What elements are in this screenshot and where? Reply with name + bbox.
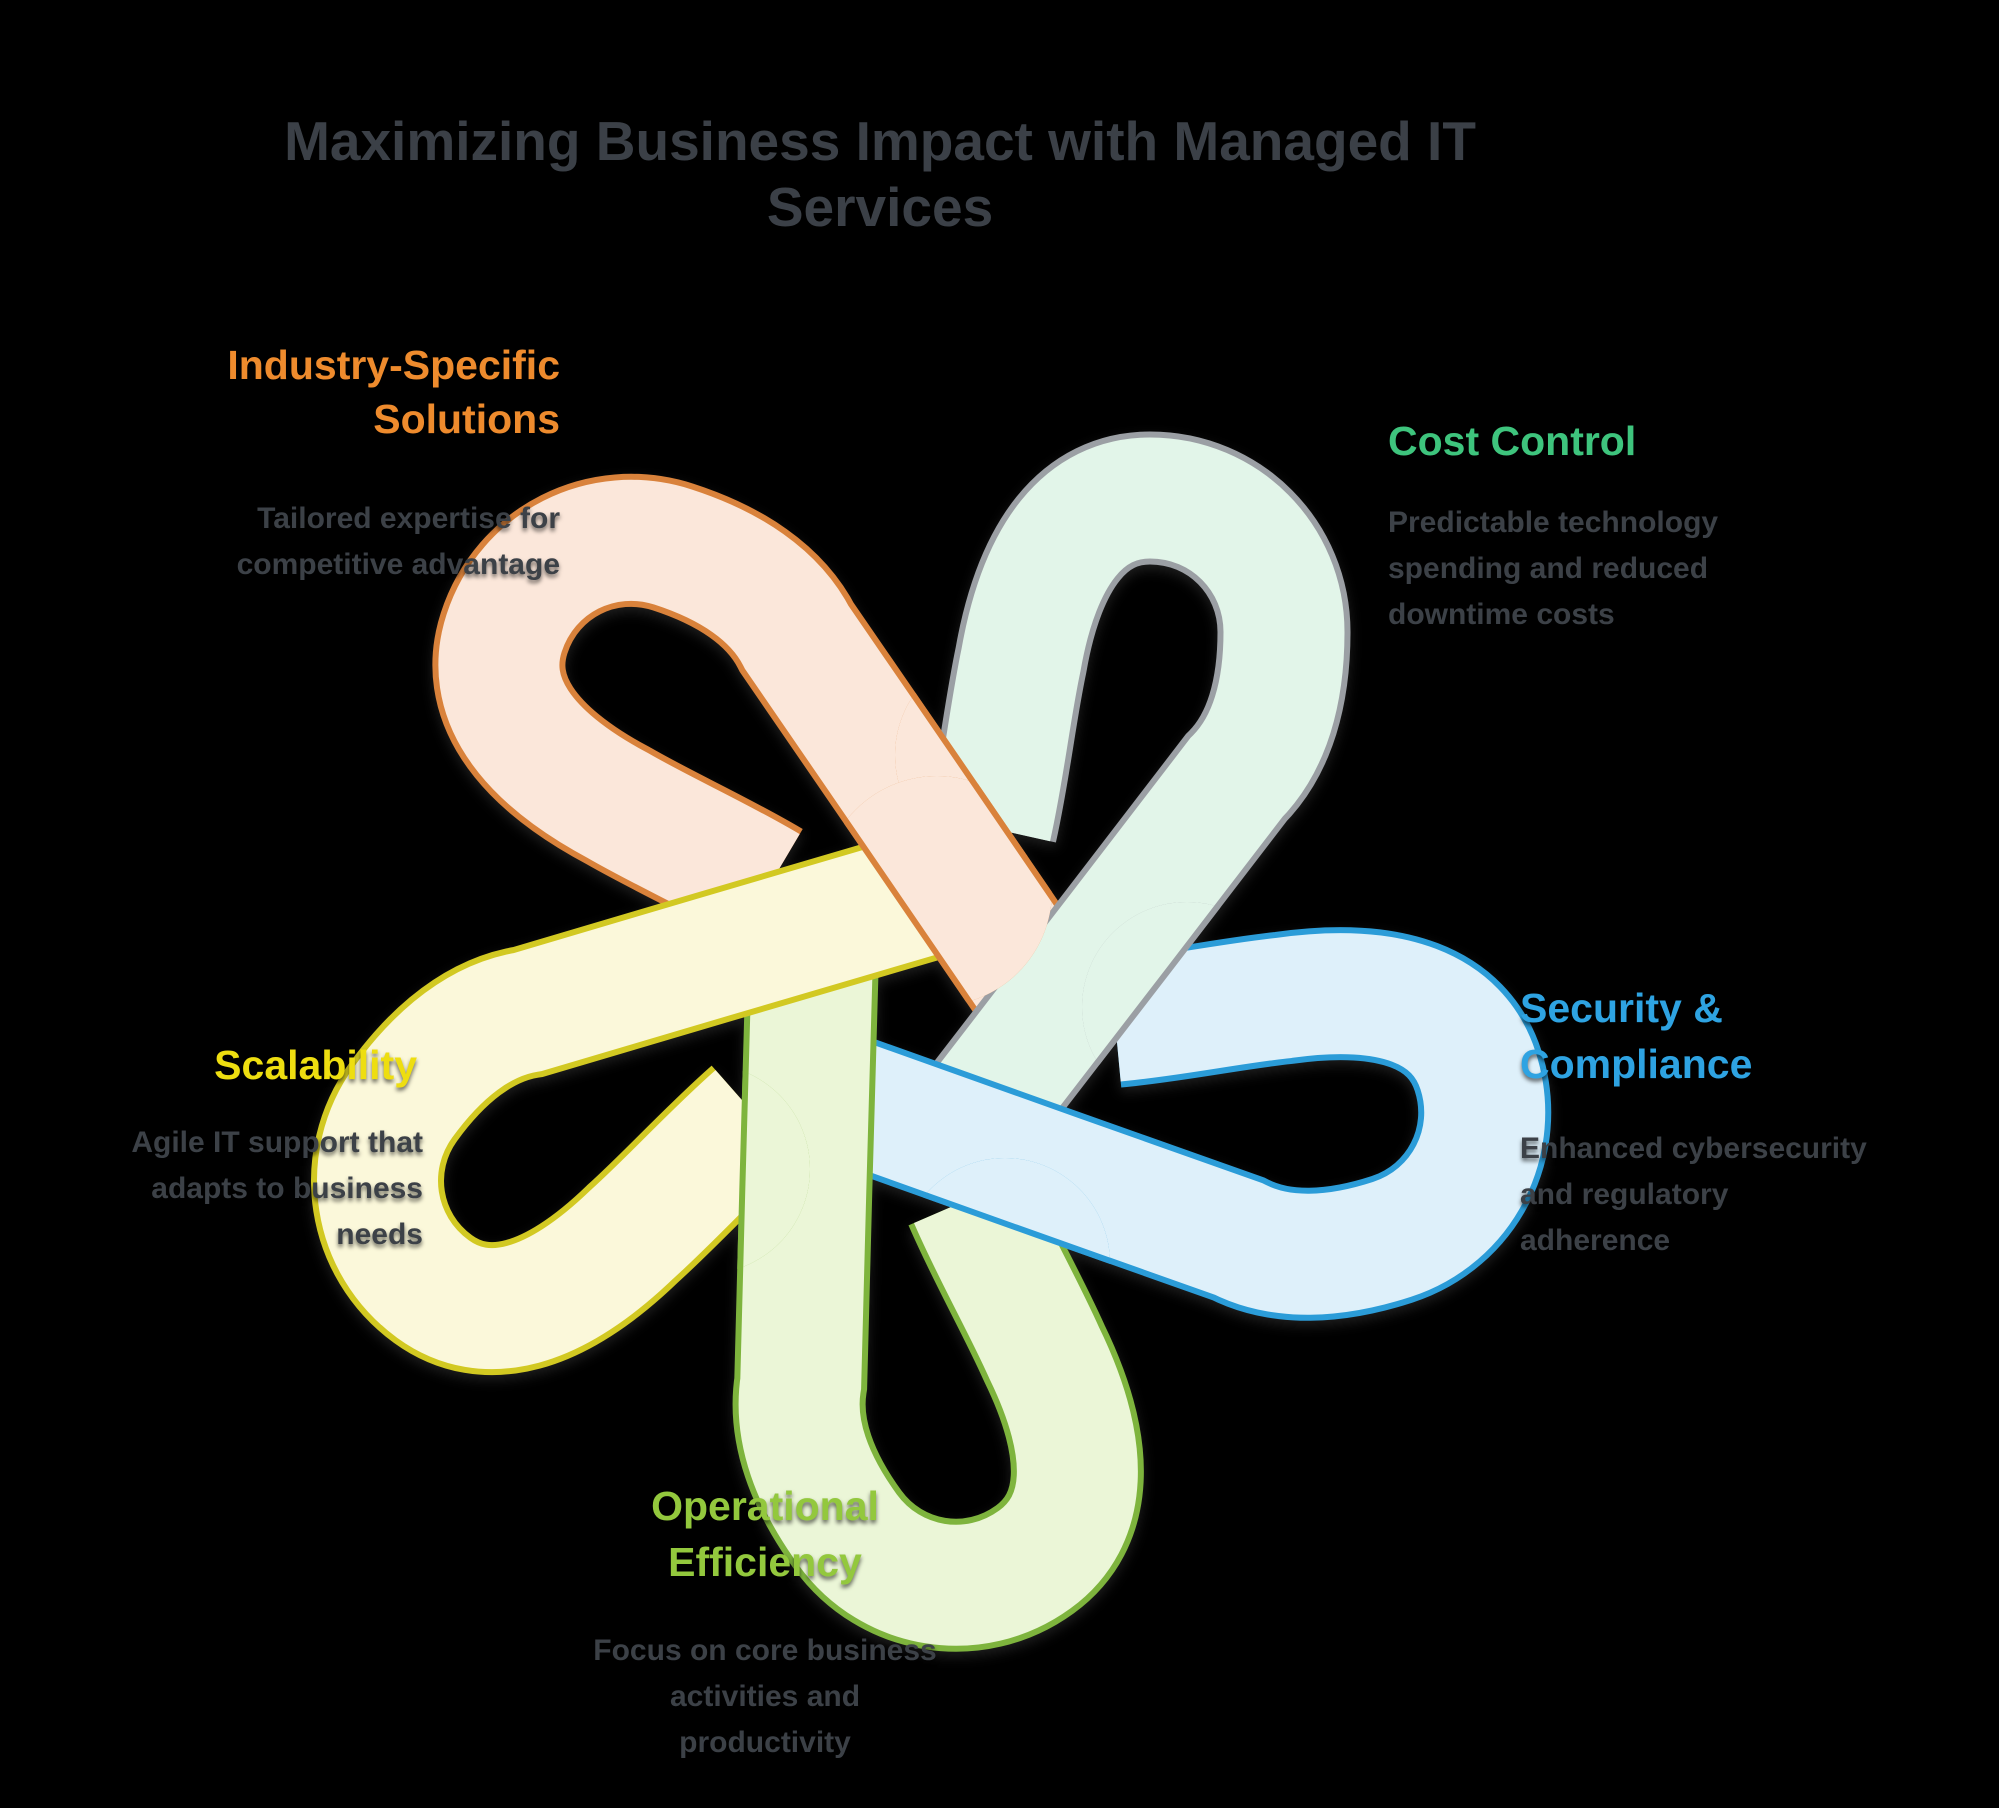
industry-heading-line1: Industry-Specific — [227, 342, 560, 388]
scalability-desc-line3: needs — [336, 1218, 423, 1251]
security-heading-line2: Compliance — [1520, 1041, 1753, 1087]
cost-desc-line3: downtime costs — [1388, 598, 1615, 631]
section-operational-heading: Operational Efficiency — [465, 1478, 1065, 1590]
section-security-heading: Security & Compliance — [1520, 980, 1990, 1092]
industry-desc-line2: competitive advantage — [236, 548, 560, 581]
operational-desc-line2: activities and — [669, 1680, 861, 1713]
section-cost-heading: Cost Control — [1388, 414, 1948, 468]
section-operational-description: Focus on core business activities and pr… — [465, 1628, 1065, 1766]
security-desc-line3: adherence — [1520, 1224, 1671, 1257]
operational-heading-line2: Efficiency — [668, 1539, 862, 1585]
page-title-line1: Maximizing Business Impact with Managed … — [284, 110, 1476, 172]
industry-desc-line1: Tailored expertise for — [257, 502, 560, 535]
cost-desc-line1: Predictable technology — [1388, 506, 1719, 539]
operational-desc-line3: productivity — [679, 1726, 851, 1759]
section-security-description: Enhanced cybersecurity and regulatory ad… — [1520, 1126, 1990, 1264]
section-scalability-heading: Scalability — [17, 1038, 417, 1092]
page-title-line2: Services — [766, 176, 994, 238]
cost-desc-line2: spending and reduced — [1388, 552, 1709, 585]
security-heading-line1: Security & — [1520, 985, 1723, 1031]
operational-heading-line1: Operational — [651, 1483, 879, 1529]
section-industry-heading: Industry-Specific Solutions — [140, 338, 560, 446]
section-cost-description: Predictable technology spending and redu… — [1388, 500, 1948, 638]
cost-heading-line1: Cost Control — [1388, 418, 1637, 464]
scalability-heading-line1: Scalability — [214, 1042, 417, 1088]
knot-piece-security — [836, 905, 1519, 1389]
security-desc-line2: and regulatory — [1520, 1178, 1729, 1211]
scalability-desc-line2: adapts to business — [151, 1172, 423, 1205]
page-title: Maximizing Business Impact with Managed … — [180, 108, 1580, 240]
operational-desc-line1: Focus on core business — [593, 1634, 937, 1667]
section-scalability-description: Agile IT support that adapts to business… — [57, 1120, 423, 1258]
security-desc-line1: Enhanced cybersecurity — [1520, 1132, 1867, 1165]
scalability-desc-line1: Agile IT support that — [131, 1126, 423, 1159]
section-industry-description: Tailored expertise for competitive advan… — [120, 496, 560, 588]
industry-heading-line2: Solutions — [373, 396, 560, 442]
